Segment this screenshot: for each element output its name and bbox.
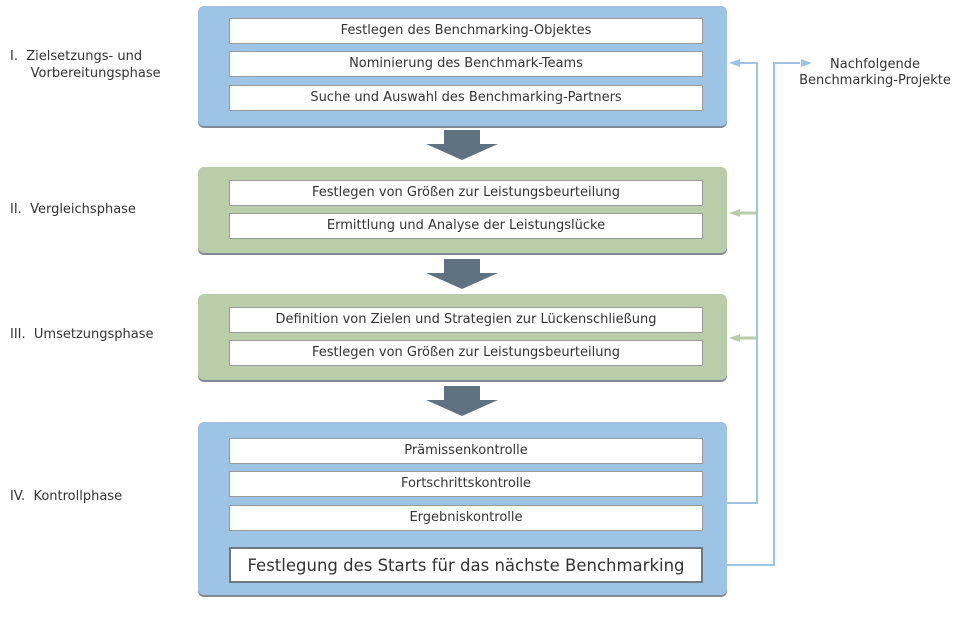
arrow-left-icon	[729, 334, 740, 342]
phase-4-item: Prämissenkontrolle	[229, 438, 703, 464]
phase-4-item: Ergebniskontrolle	[229, 505, 703, 531]
phase-1-item: Festlegen des Benchmarking-Objektes	[229, 18, 703, 44]
phase-2-label: II. Vergleichsphase	[10, 202, 136, 217]
phase-1-item: Nominierung des Benchmark-Teams	[229, 51, 703, 77]
phase-2-block: Festlegen von Größen zur Leistungsbeurte…	[198, 167, 727, 253]
phase-3-label: III. Umsetzungsphase	[10, 327, 154, 342]
phase-1-item: Suche und Auswahl des Benchmarking-Partn…	[229, 85, 703, 111]
phase-4-label: IV. Kontrollphase	[10, 489, 123, 504]
phase-4-item: Fortschrittskontrolle	[229, 471, 703, 497]
next-projects-label: Nachfolgende Benchmarking-Projekte	[799, 57, 951, 88]
down-arrow-icon	[426, 386, 498, 416]
phase-4-block: Prämissenkontrolle Fortschrittskontrolle…	[198, 422, 727, 595]
phase-2-item: Ermittlung und Analyse der Leistungslück…	[229, 213, 703, 239]
arrow-left-icon	[729, 59, 740, 67]
arrow-right-icon	[801, 59, 812, 67]
phase-2-item: Festlegen von Größen zur Leistungsbeurte…	[229, 180, 703, 206]
phase-3-block: Definition von Zielen und Strategien zur…	[198, 294, 727, 380]
phase-3-item: Definition von Zielen und Strategien zur…	[229, 307, 703, 333]
phase-1-label: I. Zielsetzungs- und Vorbereitungsphase	[10, 49, 161, 81]
phase-1-block: Festlegen des Benchmarking-Objektes Nomi…	[198, 6, 727, 126]
down-arrow-icon	[426, 259, 498, 289]
next-benchmarking-start-item: Festlegung des Starts für das nächste Be…	[229, 547, 703, 583]
phase-3-item: Festlegen von Größen zur Leistungsbeurte…	[229, 340, 703, 366]
down-arrow-icon	[426, 130, 498, 160]
arrow-left-icon	[729, 209, 740, 217]
